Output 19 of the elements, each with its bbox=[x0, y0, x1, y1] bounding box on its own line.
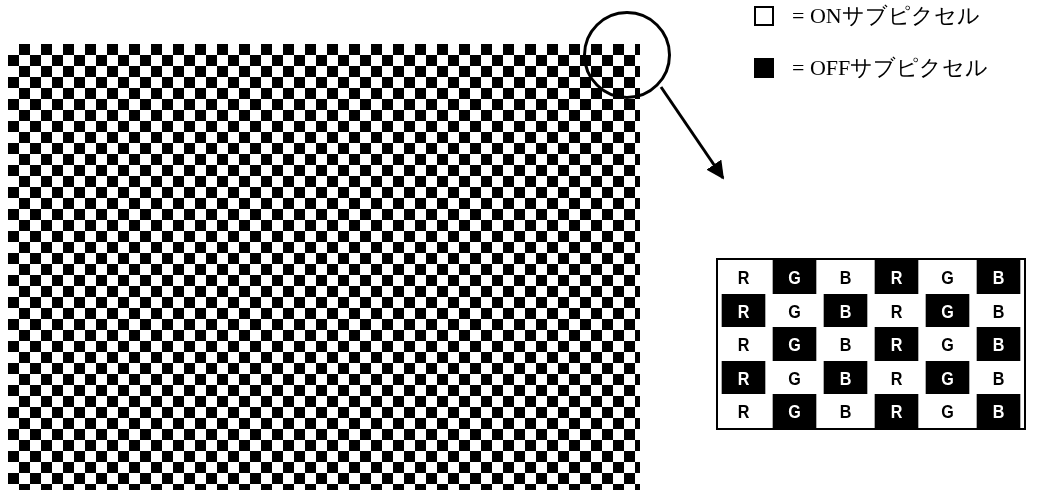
arrow bbox=[659, 86, 725, 180]
subpixel-grid bbox=[716, 258, 1026, 430]
off-subpixel-cell: R bbox=[721, 360, 766, 395]
off-subpixel-cell: B bbox=[976, 327, 1021, 361]
off-subpixel-cell: B bbox=[823, 293, 868, 328]
legend-label: = OFFサブピクセル bbox=[792, 54, 989, 82]
off-subpixel-cell: B bbox=[976, 260, 1021, 294]
off-subpixel-cell: B bbox=[976, 394, 1021, 428]
off-subpixel-cell: R bbox=[874, 260, 919, 294]
off-subpixel-cell: G bbox=[925, 293, 970, 328]
off-subpixel-cell: G bbox=[925, 360, 970, 395]
off-subpixel-cell: G bbox=[772, 394, 817, 428]
off-subpixel-cell: R bbox=[874, 327, 919, 361]
off-subpixel-cell: G bbox=[772, 260, 817, 294]
off-subpixel-cell: R bbox=[874, 394, 919, 428]
off-subpixel-cell: B bbox=[823, 360, 868, 395]
off-subpixel-cell: G bbox=[772, 327, 817, 361]
off-subpixel-cell: R bbox=[721, 293, 766, 328]
legend-label: = ONサブピクセル bbox=[792, 2, 980, 30]
